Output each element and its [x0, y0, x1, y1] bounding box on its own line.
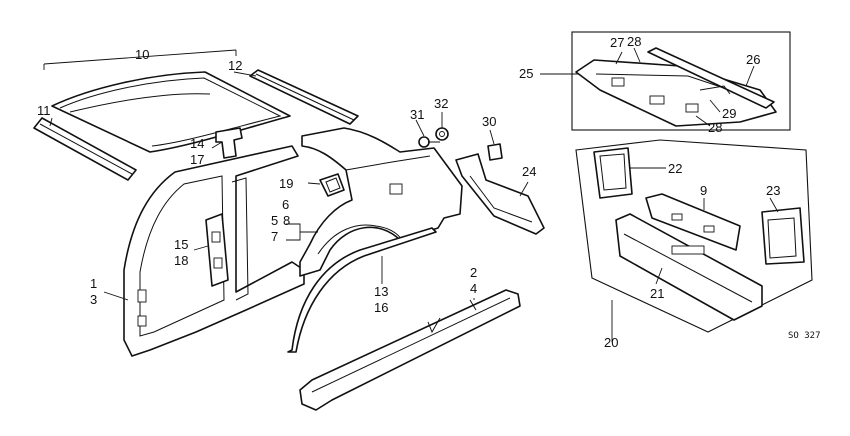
leader-lines	[49, 47, 779, 342]
callout-19: 19	[279, 176, 293, 191]
rear-roof-rail	[249, 69, 359, 125]
side-sill	[299, 289, 521, 411]
callout-28-lower: 28	[708, 120, 722, 135]
callout-30: 30	[482, 114, 496, 129]
front-roof-rail	[33, 117, 137, 181]
callout-9: 9	[700, 183, 707, 198]
callout-8: 8	[283, 213, 290, 228]
callout-2: 2	[470, 265, 477, 280]
callout-4: 4	[470, 281, 477, 296]
callout-15: 15	[174, 237, 188, 252]
callout-25: 25	[519, 66, 533, 81]
callout-18: 18	[174, 253, 188, 268]
callout-27: 27	[610, 35, 624, 50]
rear-quarter-panel	[299, 127, 463, 277]
roof-bracket	[215, 127, 243, 159]
callout-31: 31	[410, 107, 424, 122]
rear-shelf-frame	[571, 31, 791, 131]
pillar-inner	[205, 213, 229, 287]
callout-5: 5	[271, 213, 278, 228]
callout-1: 1	[90, 276, 97, 291]
callout-32: 32	[434, 96, 448, 111]
callout-24: 24	[522, 164, 536, 179]
callout-22: 22	[668, 161, 682, 176]
rear-panel-21	[615, 213, 763, 321]
callout-6: 6	[282, 197, 289, 212]
fuel-lid	[319, 173, 345, 197]
callout-12: 12	[228, 58, 242, 73]
callout-20: 20	[604, 335, 618, 350]
callout-13: 13	[374, 284, 388, 299]
callout-28-upper: 28	[627, 34, 641, 49]
callout-10: 10	[135, 47, 149, 62]
diagram-code: SO 327	[788, 331, 821, 341]
bolt-part-31	[418, 136, 440, 148]
callout-14: 14	[190, 136, 204, 151]
callout-11: 11	[37, 103, 51, 118]
callout-7: 7	[271, 229, 278, 244]
rear-panel-frame	[575, 139, 813, 333]
grommet-part-32	[435, 127, 449, 141]
callout-21: 21	[650, 286, 664, 301]
clip-part-30	[487, 143, 503, 161]
callout-23: 23	[766, 183, 780, 198]
wheel-arch-molding	[287, 227, 437, 353]
rear-shelf-panel	[575, 47, 777, 127]
callout-29: 29	[722, 106, 736, 121]
callout-3: 3	[90, 292, 97, 307]
callout-17: 17	[190, 152, 204, 167]
rear-panel-inner-23	[761, 207, 805, 265]
leader-10	[43, 49, 237, 70]
callout-26: 26	[746, 52, 760, 67]
callout-16: 16	[374, 300, 388, 315]
rear-panel-inner-22	[593, 147, 633, 199]
rear-bracket-24	[455, 153, 545, 235]
callout-labels: 10 11 12 14 17 19 6 5 8 7 15 18 1 3 13 1…	[37, 34, 821, 350]
rear-panel-upper-9	[645, 193, 741, 251]
roof-panel	[51, 71, 291, 153]
